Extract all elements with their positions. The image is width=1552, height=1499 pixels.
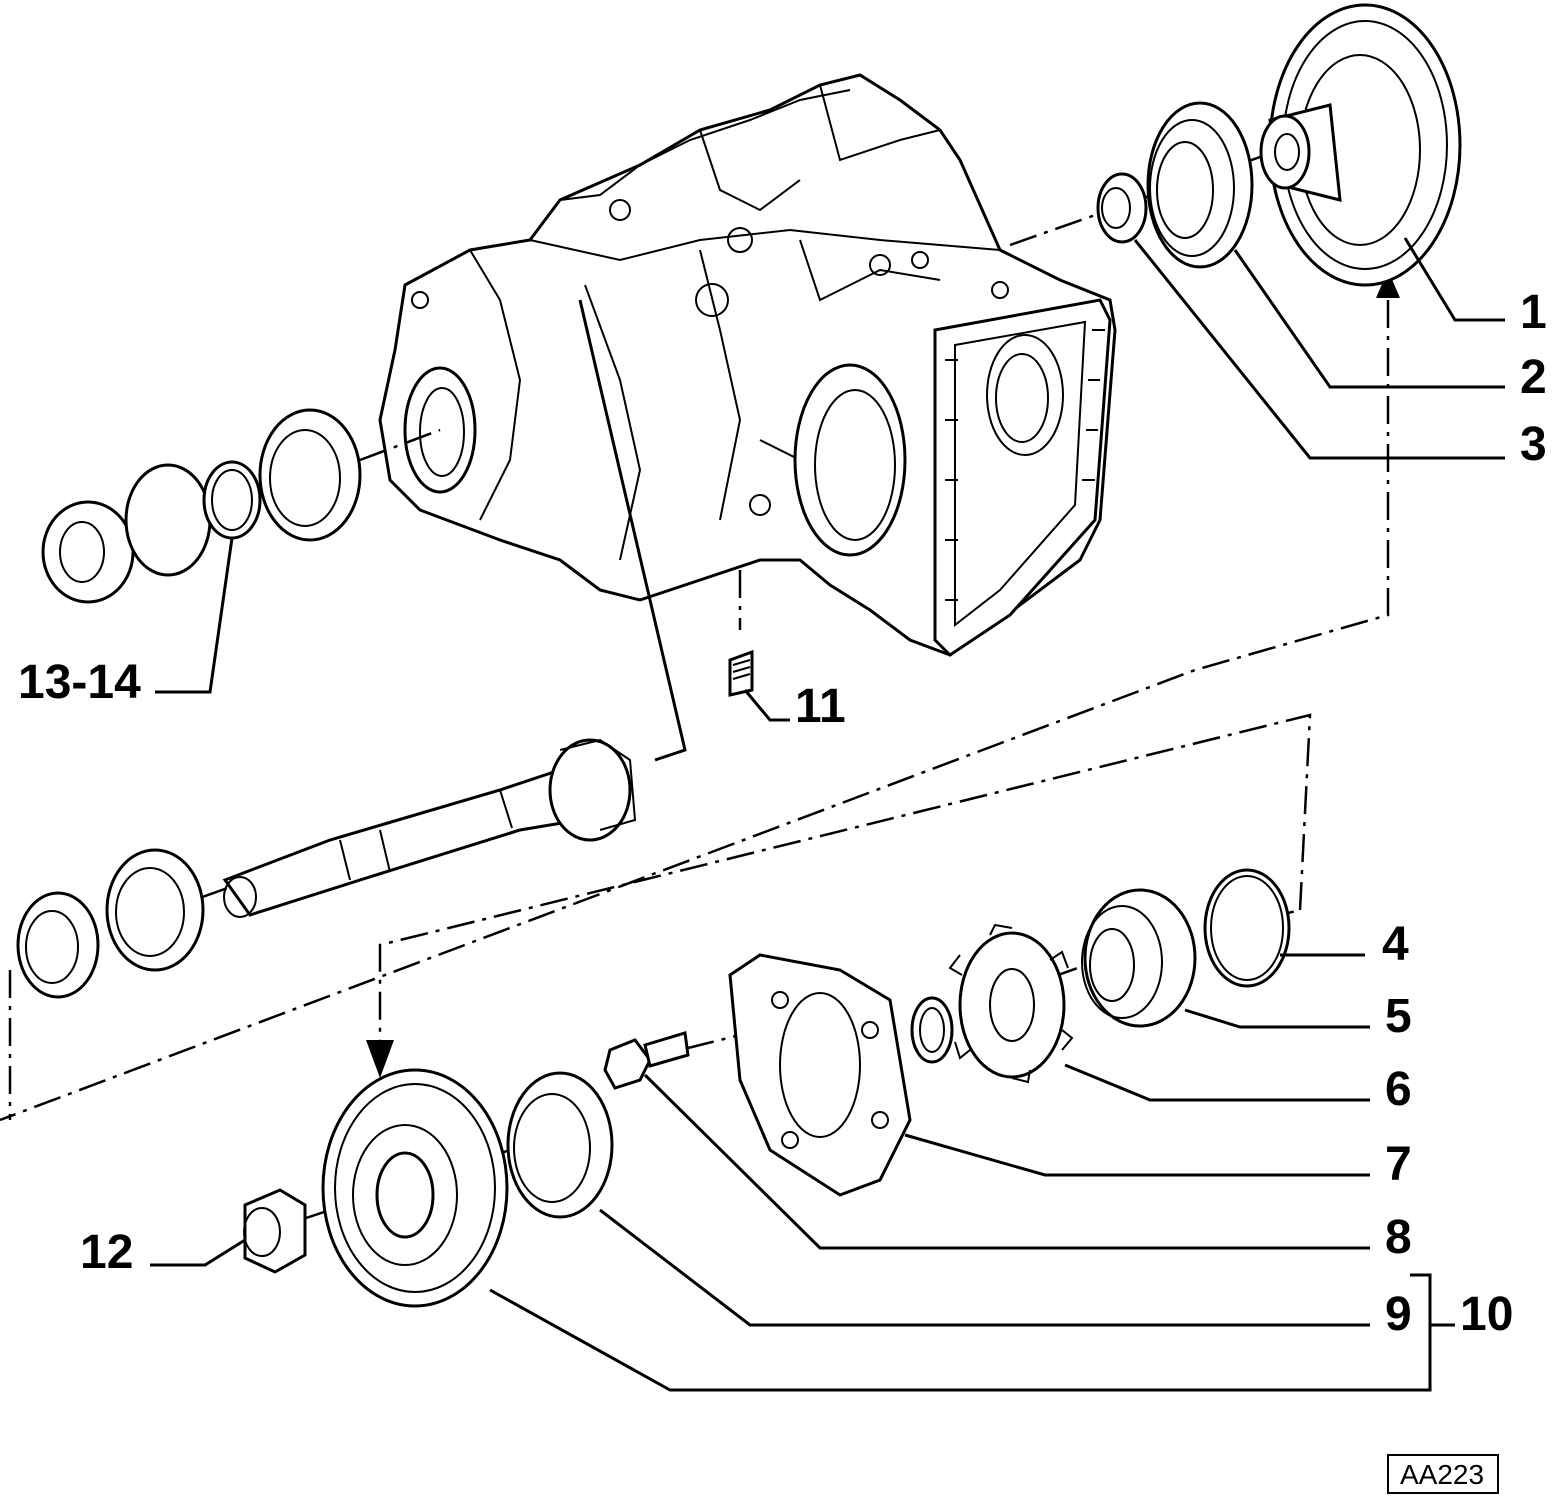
left-flange-nut <box>41 500 135 604</box>
label-5: 5 <box>1385 990 1412 1043</box>
part-4-o-ring <box>1203 868 1291 988</box>
part-5-lock-ring <box>948 923 1074 1084</box>
label-12: 12 <box>80 1226 133 1279</box>
lower-gear <box>321 1068 509 1308</box>
part-8-bolt <box>603 1031 690 1090</box>
part-12-nut <box>243 1188 307 1274</box>
left-disc <box>124 463 212 577</box>
part-7-cover-plate <box>728 953 912 1197</box>
label-13-14: 13-14 <box>18 656 141 709</box>
part-1-gear <box>1259 3 1462 287</box>
label-10: 10 <box>1460 1288 1513 1341</box>
label-2: 2 <box>1520 351 1547 404</box>
left-bearing-upper <box>258 408 362 542</box>
part-2-bearing <box>1146 101 1254 269</box>
reference-code-box: AA223 <box>1387 1454 1499 1494</box>
transmission-housing <box>378 73 1117 657</box>
reference-code: AA223 <box>1400 1459 1484 1490</box>
label-3: 3 <box>1520 418 1547 471</box>
part-11-plug-screw <box>728 649 754 697</box>
part-3-small-bearing <box>1096 172 1148 244</box>
label-1: 1 <box>1520 286 1547 339</box>
part-13-14-seal-ring <box>202 460 262 540</box>
label-9: 9 <box>1385 1288 1412 1341</box>
label-8: 8 <box>1385 1211 1412 1264</box>
part-4-sleeve <box>1081 888 1197 1028</box>
part-9-bearing <box>506 1071 614 1219</box>
leader-lines <box>150 237 1505 1392</box>
arrow-up-icon <box>1376 270 1400 298</box>
main-shaft <box>222 738 637 918</box>
label-11: 11 <box>795 680 846 733</box>
arrow-down-icon <box>366 1040 394 1078</box>
shaft-bearing-small <box>16 891 100 999</box>
label-4: 4 <box>1382 918 1409 971</box>
part-6-washer <box>910 996 954 1064</box>
label-6: 6 <box>1385 1063 1412 1116</box>
label-7: 7 <box>1385 1138 1412 1191</box>
shaft-bearing-large <box>105 848 205 972</box>
